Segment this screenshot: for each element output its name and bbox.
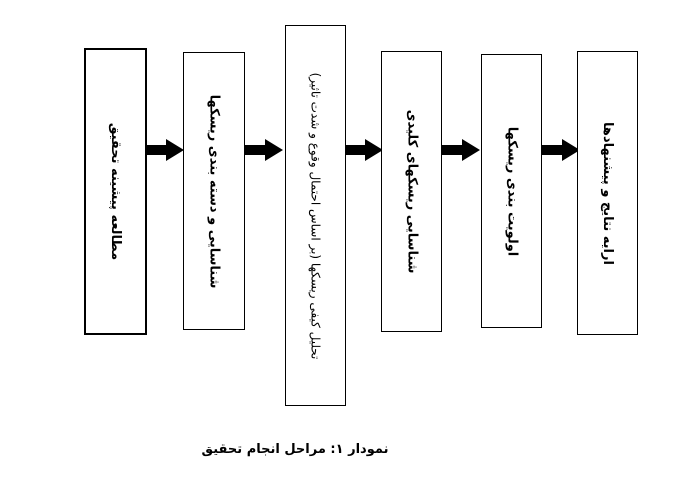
arrow-right-icon [542,139,580,161]
figure-caption: نمودار ۱: مراحل انجام تحقیق [201,442,389,457]
step-label: مطالعه پیشینه تحقیق [108,122,124,261]
step-label: ارایه نتایج و پیشنهادها [600,121,615,265]
step-box-literature-review: مطالعه پیشینه تحقیق [84,48,147,335]
step-label: تحلیل کیفی ریسکها (بر اساس احتمال وقوع و… [308,72,323,359]
arrow-right-icon [245,139,283,161]
step-box-key-risks: شناسایی ریسکهای کلیدی [381,51,442,332]
step-label: شناسایی ریسکهای کلیدی [404,109,420,274]
step-box-risk-identification: شناسایی و دسته بندی ریسکها [183,52,245,330]
arrow-right-icon [442,139,480,161]
step-box-results: ارایه نتایج و پیشنهادها [577,51,638,335]
step-label: اولویت بندی ریسکها [504,126,519,256]
step-box-qualitative-analysis: تحلیل کیفی ریسکها (بر اساس احتمال وقوع و… [285,25,346,406]
arrow-right-icon [146,139,184,161]
step-label: شناسایی و دسته بندی ریسکها [206,94,222,288]
step-box-prioritization: اولویت بندی ریسکها [481,54,542,328]
arrow-right-icon [345,139,383,161]
